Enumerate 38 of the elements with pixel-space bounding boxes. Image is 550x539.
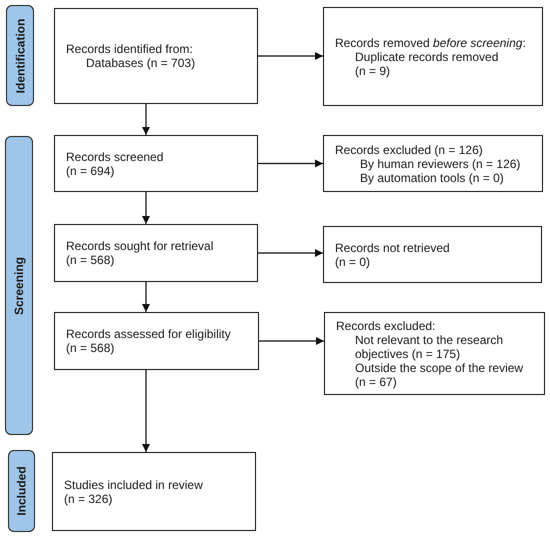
phase-bar <box>5 136 33 435</box>
process-box <box>54 224 258 282</box>
arrow <box>142 370 150 452</box>
box-detail: By human reviewers (n = 126) <box>360 156 520 170</box>
box-heading: Records not retrieved (n = 0) <box>335 240 451 268</box>
arrow <box>142 104 150 135</box>
arrow <box>142 282 150 312</box>
arrow <box>258 52 323 60</box>
box-heading: Records identified from: <box>66 42 193 56</box>
arrow <box>142 192 150 224</box>
box-detail: Duplicate records removed (n = 9) <box>355 50 500 78</box>
phase-label: Included <box>14 466 28 516</box>
box-detail: Outside the scope of the review (n = 67) <box>355 360 524 388</box>
arrow <box>258 160 323 168</box>
box-heading: Records assessed for eligibility (n = 568) <box>66 327 232 355</box>
arrow <box>259 337 324 345</box>
box-heading: Records screened (n = 694) <box>66 150 164 178</box>
box-detail: Databases (n = 703) <box>86 56 196 70</box>
process-box <box>54 312 259 370</box>
process-box <box>323 226 542 283</box>
phase-label: Screening <box>12 256 26 315</box>
process-box <box>52 452 256 531</box>
box-heading: Records removed before screening: <box>335 36 526 50</box>
box-detail: By automation tools (n = 0) <box>360 170 504 184</box>
process-box <box>323 135 543 192</box>
box-heading: Records sought for retrieval (n = 568) <box>66 239 214 267</box>
box-heading: Records excluded: <box>336 318 436 332</box>
process-box <box>324 312 545 395</box>
phase-bar <box>6 5 34 106</box>
box-detail: Not relevant to the research objectives (n = 175) <box>355 332 504 360</box>
process-box <box>54 135 258 192</box>
process-box <box>323 7 543 106</box>
phase-bar <box>8 450 35 532</box>
box-heading: Records excluded (n = 126) <box>335 142 483 156</box>
phase-label: Identification <box>13 18 27 93</box>
box-heading: Studies included in review (n = 326) <box>64 478 204 506</box>
arrow <box>258 249 323 257</box>
process-box <box>54 8 258 104</box>
